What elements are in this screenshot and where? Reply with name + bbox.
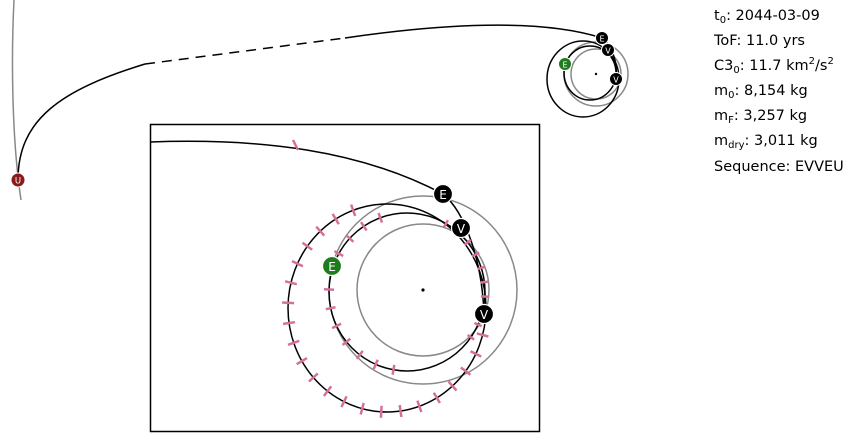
initial-mass: m0: 8,154 kg: [714, 82, 808, 101]
thrust-mark: [282, 320, 296, 326]
mission-summary: t0: 2044-03-09 ToF: 11.0 yrs C30: 11.7 k…: [714, 6, 844, 177]
thrust-mark: [359, 402, 365, 415]
thrust-mark: [447, 380, 458, 392]
transfer-loop-inner: [328, 212, 486, 372]
cruise-trajectory-coast: [144, 37, 346, 65]
thrust-mark: [391, 364, 396, 375]
flyby-sequence: Sequence: EVVEU: [714, 158, 844, 175]
thrust-mark: [463, 238, 472, 246]
thrust-mark: [416, 400, 423, 413]
uranus-orbit: [11, 0, 22, 201]
launch-energy: C30: 11.7 km2/s2: [714, 55, 834, 76]
mini-venus-1-label: V: [605, 47, 611, 56]
sun: [421, 288, 425, 292]
thrust-mark: [308, 372, 319, 383]
thrust-mark: [432, 392, 441, 404]
mini-venus-2-marker: V: [609, 72, 623, 86]
thrust-mark: [331, 322, 342, 330]
mini-venus-1-marker: V: [601, 43, 615, 57]
thrust-mark: [341, 337, 352, 346]
time-of-flight: ToF: 11.0 yrs: [714, 33, 805, 50]
earth-launch-marker: E: [321, 255, 343, 277]
thrust-mark: [349, 204, 357, 217]
thrust-mark: [469, 350, 482, 358]
thrust-mark: [466, 333, 475, 341]
thrust-mark: [372, 359, 379, 370]
thrust-mark: [473, 321, 483, 328]
thrust-mark: [287, 339, 300, 346]
thrust-mark: [379, 405, 383, 418]
earth-flyby-label: E: [439, 188, 447, 202]
earth-flyby-marker: E: [432, 183, 454, 205]
thrust-mark: [471, 251, 480, 258]
uranus-marker: U: [10, 172, 26, 188]
thrust-mark: [315, 225, 326, 237]
thrust-markers: [282, 139, 489, 418]
thrust-mark: [476, 332, 489, 338]
mini-venus-2-label: V: [613, 76, 619, 85]
thrust-mark: [359, 221, 368, 232]
thrust-mark: [340, 395, 348, 408]
thrust-mark: [345, 234, 355, 243]
mini-earth-launch-marker: E: [558, 57, 572, 71]
thrust-mark: [291, 139, 300, 151]
thrust-mark: [480, 280, 489, 284]
venus-flyby-2-label: V: [480, 308, 489, 322]
mini-earth-flyby-marker: E: [595, 31, 609, 45]
thrust-mark: [442, 219, 450, 228]
earth-launch-label: E: [328, 260, 336, 274]
venus-orbit: [356, 223, 490, 357]
mini-earth-flyby-label: E: [599, 35, 604, 44]
thrust-mark: [282, 301, 295, 305]
thrust-mark: [322, 385, 333, 397]
thrust-mark: [291, 259, 304, 268]
thrust-mark: [460, 366, 472, 376]
thrust-mark: [477, 265, 486, 271]
final-mass: mF: 3,257 kg: [714, 108, 808, 127]
thrust-mark: [355, 350, 364, 360]
thrust-mark: [284, 280, 298, 286]
venus-flyby-2-marker: V: [473, 303, 495, 325]
zoom-inset-frame: [149, 123, 541, 433]
thrust-mark: [301, 241, 313, 251]
thrust-mark: [296, 357, 308, 366]
thrust-mark: [331, 213, 340, 225]
dry-mass: mdry: 3,011 kg: [714, 133, 818, 152]
mini-earth-launch-dot: [558, 57, 572, 71]
mini-earth-launch-label: E: [562, 61, 567, 70]
thrust-mark: [333, 250, 344, 258]
venus-flyby-1-marker: V: [450, 217, 472, 239]
cruise-trajectory: [17, 63, 146, 181]
cruise-trajectory-end: [344, 24, 603, 39]
thrust-mark: [398, 404, 403, 418]
venus-flyby-1-label: V: [457, 222, 466, 236]
launch-date: t0: 2044-03-09: [714, 8, 820, 26]
thrust-mark: [377, 212, 384, 223]
thrust-mark: [325, 305, 336, 311]
uranus-label: U: [15, 177, 21, 187]
